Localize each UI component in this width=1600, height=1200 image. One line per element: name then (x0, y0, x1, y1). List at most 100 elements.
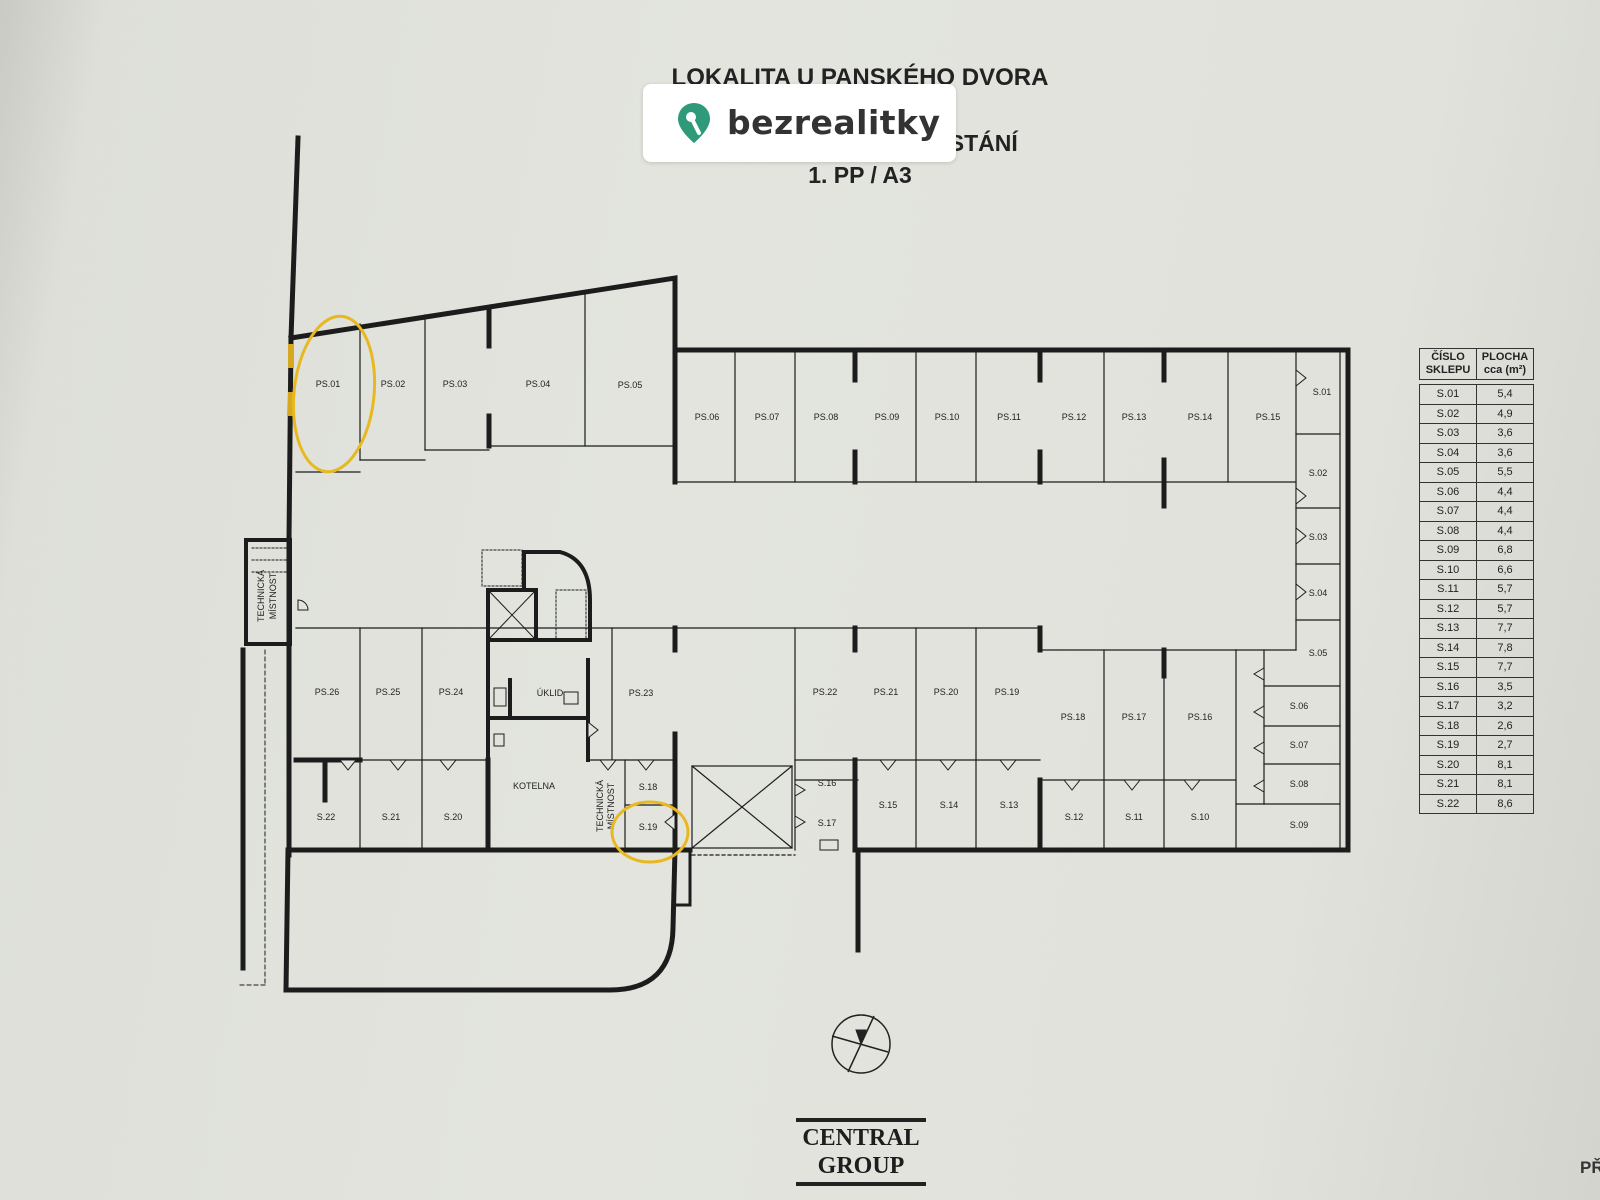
legend-cellar-area: 7,7 (1476, 618, 1534, 639)
cellar-s15: S.15 (879, 800, 898, 810)
cellar-s05: S.05 (1309, 648, 1328, 658)
room-label-kotelna: KOTELNA (513, 781, 555, 791)
legend-cellar-number: S.15 (1419, 657, 1477, 678)
legend-cellar-number: S.22 (1419, 793, 1477, 814)
parking-space-ps03: PS.03 (443, 379, 468, 389)
legend-cellar-area: 4,4 (1476, 481, 1534, 502)
legend-cellar-number: S.18 (1419, 715, 1477, 736)
legend-cellar-area: 4,9 (1476, 403, 1534, 424)
legend-cellar-number: S.17 (1419, 696, 1477, 717)
parking-space-ps22: PS.22 (813, 687, 838, 697)
brand-name: bezrealitky (727, 103, 941, 142)
highlight-s19 (610, 800, 690, 864)
cellar-s08: S.08 (1290, 779, 1309, 789)
legend-cellar-area: 2,7 (1476, 735, 1534, 756)
legend-cellar-number: S.09 (1419, 540, 1477, 561)
legend-cellar-number: S.07 (1419, 501, 1477, 522)
legend-cellar-number: S.21 (1419, 774, 1477, 795)
cellar-s03: S.03 (1309, 532, 1328, 542)
legend-cellar-area: 4,4 (1476, 501, 1534, 522)
legend-cellar-number: S.19 (1419, 735, 1477, 756)
cellar-s18: S.18 (639, 782, 658, 792)
legend-cellar-area: 3,6 (1476, 423, 1534, 444)
cellar-s11: S.11 (1125, 812, 1143, 822)
cellar-s14: S.14 (940, 800, 959, 810)
legend-cellar-area: 5,7 (1476, 579, 1534, 600)
legend-cellar-area: 8,1 (1476, 774, 1534, 795)
logo-line2: GROUP (817, 1153, 905, 1179)
cellar-s09: S.09 (1290, 820, 1309, 830)
legend-cellar-area: 2,6 (1476, 715, 1534, 736)
parking-space-ps21: PS.21 (874, 687, 899, 697)
cellar-s16: S.16 (818, 778, 837, 788)
parking-space-ps08: PS.08 (814, 412, 839, 422)
legend-cellar-number: S.20 (1419, 754, 1477, 775)
room-label-technicka-left-2: MÍSTNOST (268, 572, 278, 619)
legend-cellar-area: 5,4 (1476, 384, 1534, 405)
highlight-ps01 (291, 314, 377, 474)
cellar-s10: S.10 (1191, 812, 1210, 822)
legend-cellar-number: S.02 (1419, 403, 1477, 424)
cellar-s20: S.20 (444, 812, 463, 822)
legend-cellar-area: 5,7 (1476, 598, 1534, 619)
legend-cellar-number: S.08 (1419, 520, 1477, 541)
cellar-s17: S.17 (818, 818, 837, 828)
legend-cellar-area: 5,5 (1476, 462, 1534, 483)
parking-space-ps16: PS.16 (1188, 712, 1213, 722)
legend-cellar-number: S.06 (1419, 481, 1477, 502)
parking-space-ps15: PS.15 (1256, 412, 1281, 422)
parking-space-ps09: PS.09 (875, 412, 900, 422)
parking-space-ps02: PS.02 (381, 379, 406, 389)
parking-space-ps20: PS.20 (934, 687, 959, 697)
legend-cellar-number: S.05 (1419, 462, 1477, 483)
parking-space-ps14: PS.14 (1188, 412, 1213, 422)
legend-cellar-number: S.14 (1419, 637, 1477, 658)
corner-note: PŘ (1580, 1158, 1600, 1177)
cellar-s01: S.01 (1313, 387, 1332, 397)
north-arrow-icon (831, 1014, 891, 1074)
parking-space-ps01: PS.01 (316, 379, 341, 389)
cellar-s22: S.22 (317, 812, 336, 822)
cellar-s13: S.13 (1000, 800, 1019, 810)
legend-cellar-area: 6,6 (1476, 559, 1534, 580)
parking-space-ps12: PS.12 (1062, 412, 1087, 422)
parking-space-ps13: PS.13 (1122, 412, 1147, 422)
legend-cellar-area: 7,8 (1476, 637, 1534, 658)
parking-space-ps04: PS.04 (526, 379, 551, 389)
legend-cellar-number: S.04 (1419, 442, 1477, 463)
parking-space-ps11: PS.11 (997, 412, 1021, 422)
parking-space-ps06: PS.06 (695, 412, 720, 422)
parking-space-ps10: PS.10 (935, 412, 960, 422)
central-group-logo: CENTRAL GROUP (796, 1118, 926, 1186)
legend-cellar-area: 3,2 (1476, 696, 1534, 717)
legend-cellar-number: S.16 (1419, 676, 1477, 697)
parking-space-ps18: PS.18 (1061, 712, 1086, 722)
logo-line1: CENTRAL (802, 1125, 920, 1151)
cellar-s04: S.04 (1309, 588, 1328, 598)
cellar-s06: S.06 (1290, 701, 1309, 711)
cellar-s02: S.02 (1309, 468, 1328, 478)
legend-cellar-area: 3,6 (1476, 442, 1534, 463)
bezrealitky-watermark: bezrealitky (643, 84, 956, 162)
legend-cellar-number: S.03 (1419, 423, 1477, 444)
legend-cellar-area: 3,5 (1476, 676, 1534, 697)
